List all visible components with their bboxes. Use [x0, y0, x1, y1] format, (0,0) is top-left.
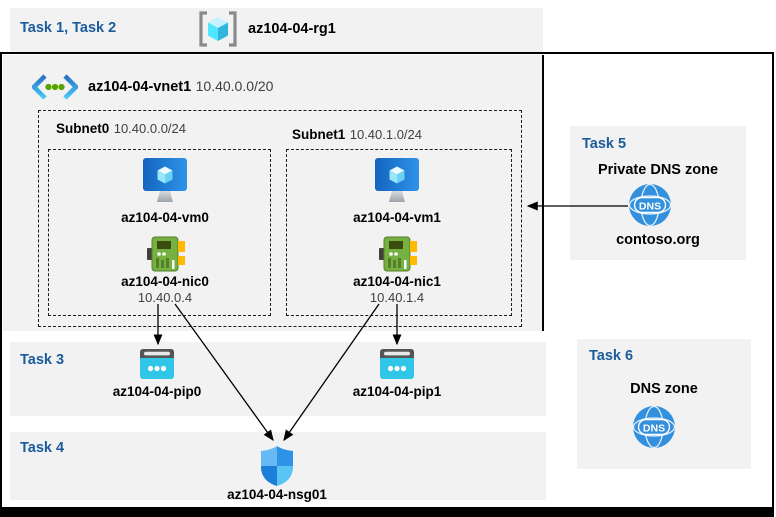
dns-zone-icon: DNS — [632, 405, 676, 449]
task5-heading: Task 5 — [582, 136, 627, 152]
pip1-name: az104-04-pip1 — [352, 384, 442, 399]
subnet1-title: Subnet1 10.40.1.0/24 — [292, 126, 422, 144]
pip0-icon — [140, 349, 174, 379]
dns-zone-icon-label: DNS — [643, 423, 665, 435]
task3-band: Task 3 — [10, 342, 546, 416]
subnet1-label: Subnet1 — [292, 127, 346, 142]
task4-heading: Task 4 — [20, 440, 65, 456]
nsg-name: az104-04-nsg01 — [227, 487, 327, 502]
nic1-ip: 10.40.1.4 — [369, 290, 425, 305]
nic0-name: az104-04-nic0 — [121, 274, 209, 289]
subnet0-cidr: 10.40.0.0/24 — [113, 121, 187, 136]
task6-heading: Task 6 — [589, 348, 634, 364]
private-dns-zone-name: contoso.org — [616, 232, 700, 248]
nic1-icon — [379, 236, 417, 272]
nsg-icon — [261, 446, 293, 486]
subnet0-title: Subnet0 10.40.0.0/24 — [56, 120, 186, 138]
subnets-container — [38, 110, 522, 327]
vnet-region — [2, 54, 544, 331]
vm1-icon — [375, 158, 419, 202]
private-dns-icon-label: DNS — [639, 201, 661, 213]
tasks-1-2-heading: Task 1, Task 2 — [20, 20, 117, 36]
dns-zone-title: DNS zone — [630, 381, 698, 397]
resource-group-icon — [199, 11, 237, 47]
vm0-name: az104-04-vm0 — [121, 210, 209, 225]
pip0-name: az104-04-pip0 — [112, 384, 202, 399]
resource-group-band: Task 1, Task 2 az104-04-rg1 — [10, 8, 543, 52]
vm1-name: az104-04-vm1 — [353, 210, 441, 225]
subnet0-box — [48, 149, 271, 316]
task3-heading: Task 3 — [20, 352, 65, 368]
nic0-icon — [147, 236, 185, 272]
pip1-icon — [380, 349, 414, 379]
vm0-icon — [143, 158, 187, 202]
vnet-title: az104-04-vnet1 10.40.0.0/20 — [88, 78, 273, 96]
subnet0-label: Subnet0 — [56, 121, 110, 136]
nic1-name: az104-04-nic1 — [353, 274, 441, 289]
subnet1-box — [286, 149, 512, 316]
private-dns-title: Private DNS zone — [597, 162, 719, 178]
nic0-ip: 10.40.0.4 — [137, 290, 193, 305]
resource-group-name: az104-04-rg1 — [248, 21, 336, 37]
vnet-name: az104-04-vnet1 — [88, 79, 192, 95]
task6-box: Task 6 DNS zone DNS — [577, 339, 751, 469]
diagram-frame — [0, 52, 774, 517]
vnet-cidr: 10.40.0.0/20 — [195, 78, 274, 94]
task5-box: Task 5 Private DNS zone DNS contoso.org — [570, 126, 746, 260]
virtual-network-icon — [32, 74, 78, 100]
subnet1-cidr: 10.40.1.0/24 — [349, 127, 423, 142]
private-dns-icon: DNS — [628, 183, 672, 227]
